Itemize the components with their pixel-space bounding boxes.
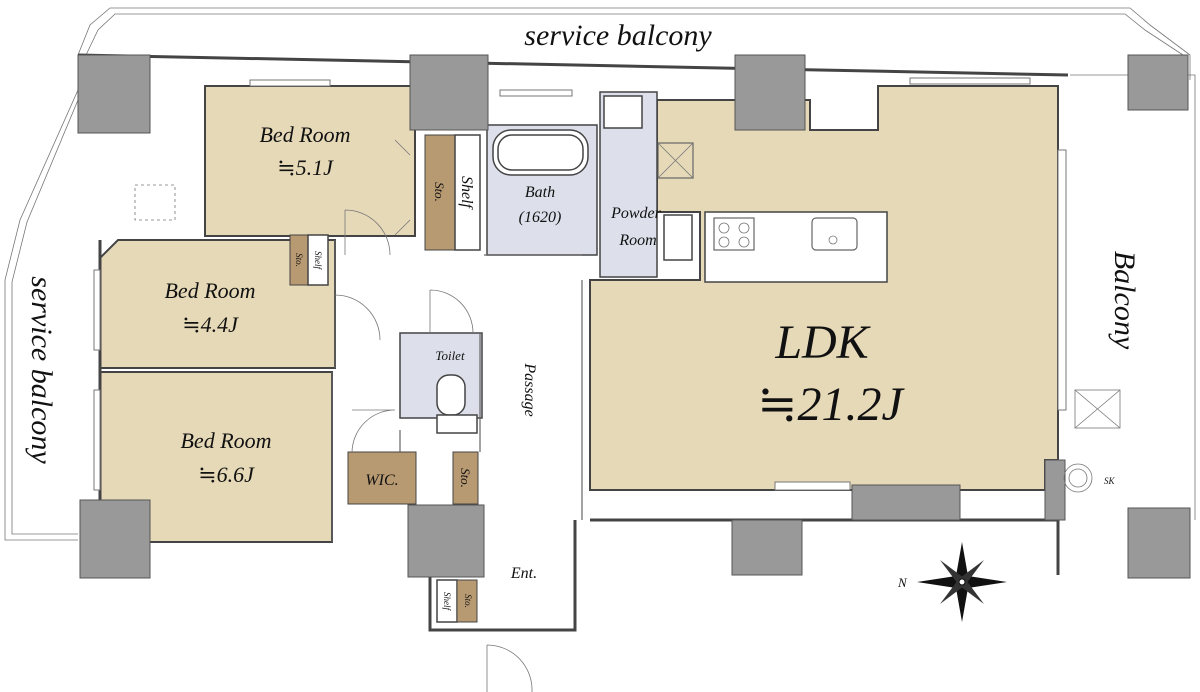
storage-ent bbox=[456, 579, 478, 623]
powder-room-label-2: Room bbox=[618, 232, 656, 249]
bedroom-3-size: ≒6.6J bbox=[198, 462, 255, 487]
entrance-label: Ent. bbox=[510, 565, 537, 582]
service-balcony-top-inner bbox=[85, 13, 1184, 56]
shelf-bed1-label: Shelf bbox=[458, 176, 475, 211]
burner-icon bbox=[718, 236, 730, 248]
door-bed1 bbox=[344, 209, 391, 256]
compass-rose-icon bbox=[917, 542, 1007, 622]
bedroom-3-name: Bed Room bbox=[180, 428, 271, 453]
window bbox=[499, 89, 573, 97]
sk-label: SK bbox=[1104, 476, 1116, 486]
shelf-bed1 bbox=[454, 134, 481, 251]
shelf-ent-label: Shelf bbox=[442, 592, 452, 611]
toilet-tank bbox=[436, 414, 478, 434]
column bbox=[1127, 54, 1189, 111]
service-balcony-left-inner bbox=[11, 99, 79, 535]
door-bed2 bbox=[334, 294, 381, 341]
shelf-bed2-label: Shelf bbox=[313, 251, 323, 270]
sto-bed1-label: Sto. bbox=[432, 182, 447, 202]
column bbox=[79, 499, 151, 579]
toilet-label: Toilet bbox=[435, 348, 465, 363]
shelf-bed2 bbox=[307, 234, 329, 286]
kitchen-sink bbox=[811, 217, 858, 251]
fridge-space bbox=[657, 142, 694, 179]
sto-bed2-label: Sto. bbox=[294, 253, 304, 267]
balcony-label: Balcony bbox=[1108, 251, 1141, 350]
column bbox=[734, 54, 806, 131]
bedroom-1 bbox=[204, 85, 416, 237]
door-toilet bbox=[429, 289, 474, 334]
bedroom-1-size: ≒5.1J bbox=[277, 155, 334, 180]
outdoor-unit-marker bbox=[1074, 389, 1121, 429]
column bbox=[1044, 459, 1066, 521]
column bbox=[77, 54, 151, 134]
bedroom-2-name: Bed Room bbox=[164, 278, 255, 303]
column bbox=[731, 519, 803, 576]
burner-icon bbox=[718, 222, 730, 234]
service-balcony-left-label: service balcony bbox=[25, 276, 58, 464]
sk-sink-icon bbox=[1063, 463, 1093, 493]
wic bbox=[347, 451, 417, 505]
closet-doors bbox=[394, 139, 411, 236]
compass-n-label: N bbox=[897, 575, 908, 590]
kitchen-counter bbox=[704, 211, 888, 283]
column bbox=[407, 504, 485, 578]
window bbox=[249, 79, 331, 87]
sk-sink-inner-icon bbox=[1068, 468, 1088, 488]
window bbox=[909, 77, 1031, 85]
bath-name: Bath bbox=[525, 184, 555, 201]
stove bbox=[713, 217, 755, 251]
ldk-size: ≒21.2J bbox=[757, 378, 905, 431]
column bbox=[409, 54, 489, 131]
sto-passage-label: Sto. bbox=[458, 468, 473, 488]
door-bed3 bbox=[351, 409, 396, 453]
bedroom-2-size: ≒4.4J bbox=[182, 312, 239, 337]
balcony-right-outline bbox=[1070, 74, 1196, 520]
sto-ent-label: Sto. bbox=[463, 594, 473, 608]
column bbox=[851, 484, 961, 521]
window bbox=[774, 481, 851, 491]
ldk-name: LDK bbox=[774, 316, 871, 369]
service-balcony-top-label: service balcony bbox=[524, 19, 712, 52]
bathtub-inner bbox=[497, 134, 584, 171]
washbasin bbox=[663, 214, 693, 261]
interior-walls bbox=[331, 240, 583, 542]
burner-icon bbox=[738, 222, 750, 234]
window bbox=[1057, 149, 1067, 411]
drain-icon bbox=[828, 235, 838, 245]
bedroom-1-name: Bed Room bbox=[259, 122, 350, 147]
fridge-cross-icon bbox=[657, 142, 694, 179]
vent-marker bbox=[134, 184, 176, 221]
wic-label: WIC. bbox=[365, 472, 398, 489]
outdoor-unit-cross-icon bbox=[1074, 389, 1121, 429]
passage-label: Passage bbox=[521, 362, 538, 416]
column bbox=[1127, 507, 1191, 579]
service-balcony-left-outline bbox=[4, 89, 79, 541]
bath-size: (1620) bbox=[519, 209, 562, 226]
service-balcony-top-outline bbox=[77, 7, 1191, 80]
door-entrance bbox=[486, 644, 533, 692]
powder-room-label-1: Powder bbox=[610, 205, 662, 222]
window bbox=[93, 269, 101, 351]
burner-icon bbox=[738, 236, 750, 248]
window bbox=[93, 389, 101, 491]
toilet-bowl bbox=[436, 374, 466, 416]
storage-passage bbox=[452, 451, 479, 505]
washing-machine-space bbox=[603, 95, 643, 129]
